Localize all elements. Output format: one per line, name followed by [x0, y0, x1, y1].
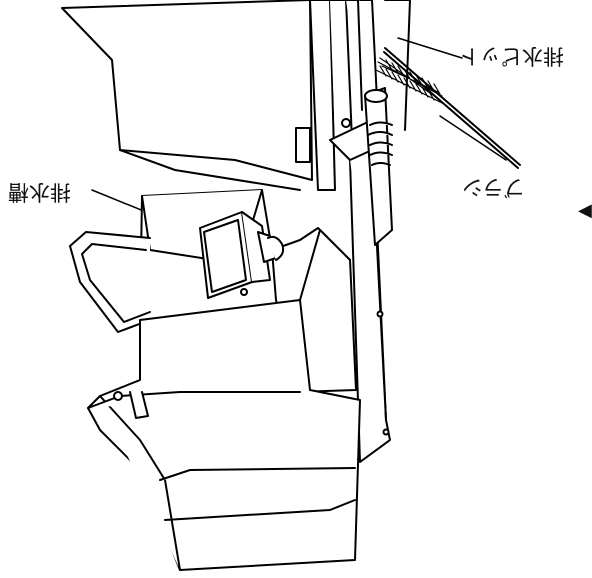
arrow-icon: ◀ [578, 200, 592, 221]
drain-pit-pole [384, 47, 521, 166]
brush-label: ブラシ [462, 175, 525, 199]
hood-panel [61, 0, 313, 181]
drain-trap-label: 排水槽 [8, 180, 71, 204]
frame-pillar [309, 0, 336, 191]
brush-bristles [375, 57, 445, 105]
drain-pit-label: 排水ピット [459, 44, 564, 68]
